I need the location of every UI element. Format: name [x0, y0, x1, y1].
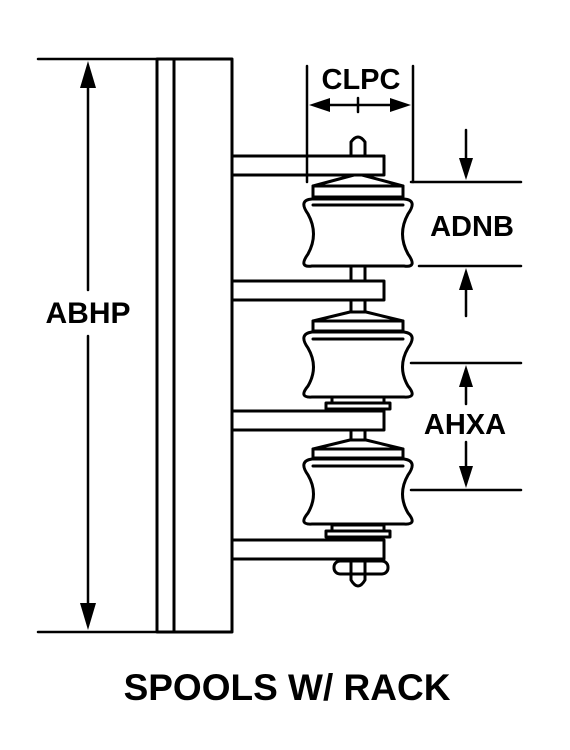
abhp-arrow-up — [80, 61, 96, 88]
ahxa-label: AHXA — [424, 409, 506, 441]
rack-bracket-2 — [230, 279, 386, 302]
ahxa-arrow-up — [459, 365, 473, 387]
rack-bracket-4 — [230, 538, 386, 561]
adnb-dimension — [409, 128, 523, 318]
diagram-title: SPOOLS W/ RACK — [124, 667, 451, 708]
adnb-arrow-down — [459, 158, 473, 180]
abhp-arrow-down — [80, 603, 96, 630]
rack-frame — [155, 57, 234, 634]
abhp-dimension — [36, 57, 158, 634]
rack-bracket-3 — [230, 409, 386, 432]
clpc-label: CLPC — [322, 64, 401, 96]
clpc-arrow-right — [390, 98, 411, 112]
spool-middle — [302, 310, 414, 411]
adnb-arrow-up — [459, 268, 473, 290]
cotter-pin — [332, 559, 390, 576]
abhp-label: ABHP — [45, 297, 130, 330]
spool-top — [302, 173, 414, 268]
spool-bottom — [302, 438, 414, 539]
ahxa-arrow-down — [459, 466, 473, 488]
adnb-label: ADNB — [430, 211, 514, 243]
clpc-dimension — [305, 64, 415, 184]
clpc-arrow-left — [309, 98, 330, 112]
